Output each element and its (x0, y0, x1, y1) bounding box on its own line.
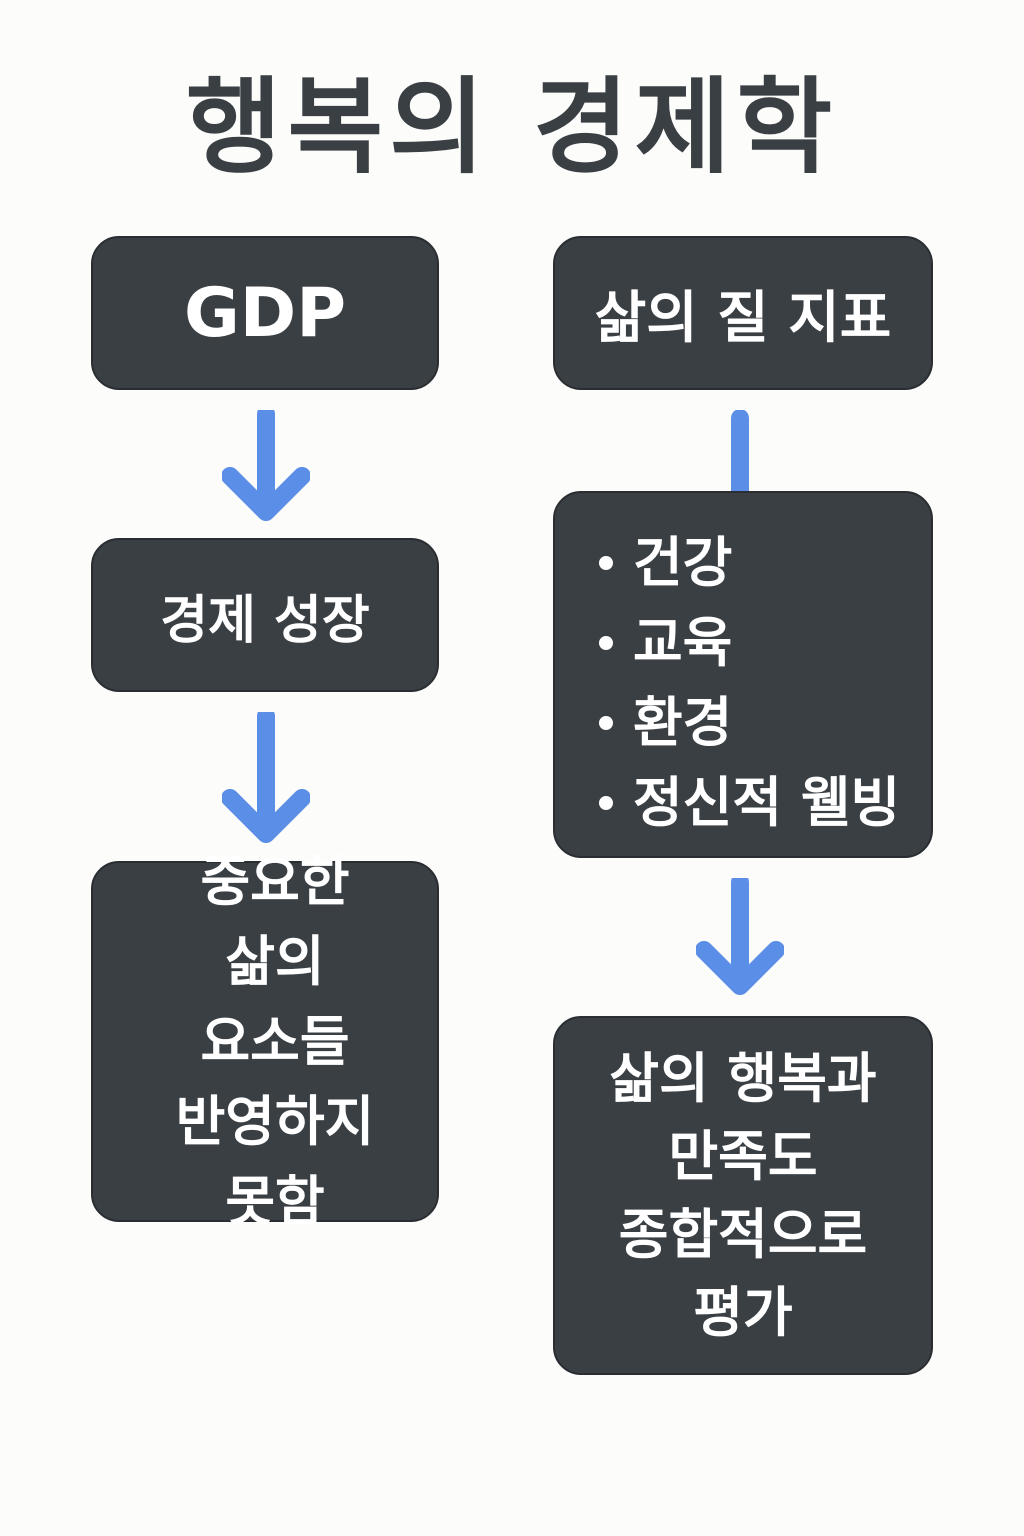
quality-of-life-box: 삶의 질 지표 (553, 236, 933, 390)
diagram-title: 행복의 경제학 (185, 66, 839, 188)
list-item: 정신적 웰빙 (599, 763, 900, 843)
result-label: 삶의 행복과 만족도 종합적으로 평가 (609, 1046, 877, 1344)
gdp-label: GDP (183, 273, 347, 353)
arrow-down-icon (222, 712, 310, 843)
list-item: 건강 (599, 523, 900, 603)
list-item: 환경 (599, 683, 900, 763)
connector-line (731, 410, 749, 500)
arrow-down-icon (222, 410, 310, 521)
quality-of-life-label: 삶의 질 지표 (594, 285, 892, 351)
bullet-icon (599, 716, 613, 730)
economic-growth-label: 경제 성장 (160, 590, 370, 651)
indicator-label: 정신적 웰빙 (633, 771, 901, 834)
bullet-icon (599, 636, 613, 650)
bullet-icon (599, 796, 613, 810)
indicator-label: 환경 (633, 691, 733, 754)
indicators-list: 건강 교육 환경 정신적 웰빙 (599, 523, 900, 843)
indicator-label: 교육 (633, 611, 733, 674)
indicator-label: 건강 (633, 531, 733, 594)
limitations-label: 중요한 삶의 요소들 반영하지 못함 (175, 849, 375, 1233)
bullet-icon (599, 556, 613, 570)
gdp-box: GDP (91, 236, 439, 390)
result-box: 삶의 행복과 만족도 종합적으로 평가 (553, 1016, 933, 1375)
list-item: 교육 (599, 603, 900, 683)
arrow-down-icon (696, 878, 784, 995)
limitations-box: 중요한 삶의 요소들 반영하지 못함 (91, 850, 439, 1233)
economic-growth-box: 경제 성장 (91, 538, 439, 692)
indicators-box: 건강 교육 환경 정신적 웰빙 (553, 491, 933, 858)
